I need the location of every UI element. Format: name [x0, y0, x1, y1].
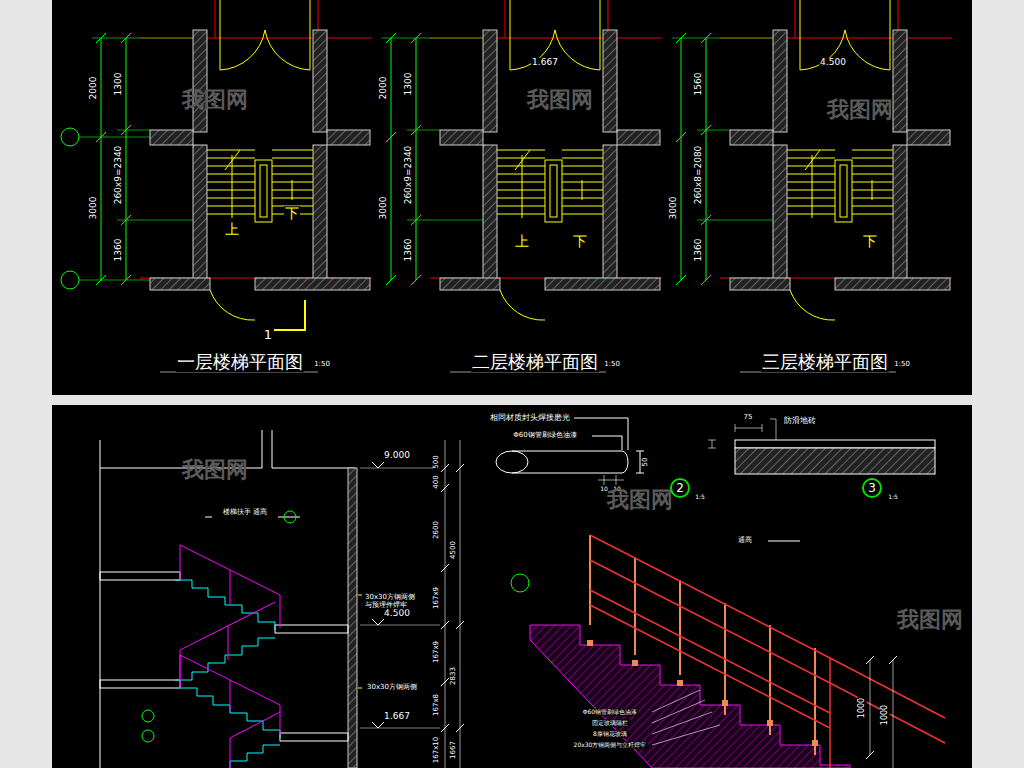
note-text: 30x30方钢两侧: [366, 684, 418, 692]
detail-callout-circle: 2: [670, 478, 690, 498]
dimension-text: 4500: [450, 540, 458, 560]
dimension-text: 2833: [450, 666, 458, 686]
watermark: 我图网: [607, 488, 673, 512]
plan-title: 一层楼梯平面图: [176, 352, 304, 372]
note-text: 防滑地砖: [783, 417, 817, 426]
note-text: 30x30方钢两侧 与预埋件焊牢: [364, 594, 424, 609]
note-text: 相同材质封头焊接磨光: [489, 414, 571, 423]
dimension-text: 260x9=2340: [114, 145, 124, 206]
note-text: 固定玻璃隔栏: [591, 720, 629, 727]
direction-mark: 下: [862, 234, 878, 249]
scale-text: 1:5: [887, 494, 899, 501]
dimension-text: 260x8=2080: [694, 145, 704, 206]
dimension-text: 1300: [404, 72, 414, 97]
scale-text: 1:50: [893, 361, 911, 369]
watermark: 我图网: [182, 458, 248, 482]
dimension-text: 167x10: [433, 736, 441, 764]
dimension-text: 75: [743, 414, 754, 422]
watermark: 我图网: [827, 98, 893, 122]
dimension-text: 1000: [858, 697, 867, 719]
dimension-text: 2000: [89, 76, 99, 101]
dimension-text: 167x9: [433, 586, 441, 610]
dimension-text: 3000: [379, 196, 389, 221]
plan-title: 二层楼梯平面图: [471, 352, 599, 372]
dimension-text: 167x9: [433, 640, 441, 664]
callout-number: 1: [263, 328, 273, 342]
dimension-text: 1360: [114, 238, 124, 263]
dimension-text: 167x8: [433, 693, 441, 717]
level-mark: 1.667: [383, 712, 411, 722]
level-mark: 1.667: [531, 58, 559, 68]
level-mark: 4.500: [383, 609, 411, 619]
dimension-text: 1560: [694, 72, 704, 97]
dimension-text: 260x9=2340: [404, 145, 414, 206]
dimension-text: 50: [642, 457, 650, 468]
level-mark: 9.000: [383, 451, 411, 461]
dimension-text: 3000: [669, 196, 679, 221]
direction-mark: 下: [572, 234, 588, 249]
dimension-text: 1360: [694, 238, 704, 263]
dimension-text: 400: [433, 474, 441, 489]
note-text: 8厚钢花玻璃: [592, 731, 628, 738]
scale-text: 1:50: [603, 361, 621, 369]
note-text: 通高: [737, 537, 753, 545]
note-text: Φ60钢管刷绿色油漆: [582, 709, 638, 716]
detail-callout-circle: 3: [862, 478, 882, 498]
direction-mark: 下: [284, 206, 300, 221]
dimension-text: 1360: [404, 238, 414, 263]
dimension-text: 1300: [114, 72, 124, 97]
level-mark: 4.500: [819, 58, 847, 68]
direction-mark: 上: [224, 222, 240, 237]
dimension-text: 3000: [89, 196, 99, 221]
watermark: 我图网: [527, 88, 593, 112]
note-text: 楼梯扶手 通高: [222, 509, 268, 517]
dimension-text: 1000: [881, 704, 890, 726]
direction-mark: 上: [514, 234, 530, 249]
note-text: Φ60钢管刷绿色油漆: [512, 432, 577, 440]
watermark: 我图网: [897, 608, 963, 632]
dimension-text: 1667: [450, 740, 458, 760]
callout-number: 2: [676, 482, 684, 494]
callout-number: 3: [868, 482, 876, 494]
dimension-text: 500: [433, 454, 441, 469]
dimension-text: 2600: [433, 520, 441, 540]
scale-text: 1:50: [313, 361, 331, 369]
dimension-text: 2000: [379, 76, 389, 101]
plan-title: 三层楼梯平面图: [761, 352, 889, 372]
watermark: 我图网: [182, 88, 248, 112]
scale-text: 1:5: [694, 494, 706, 501]
note-text: 20x30方钢两侧与立杆焊牢: [573, 742, 648, 749]
